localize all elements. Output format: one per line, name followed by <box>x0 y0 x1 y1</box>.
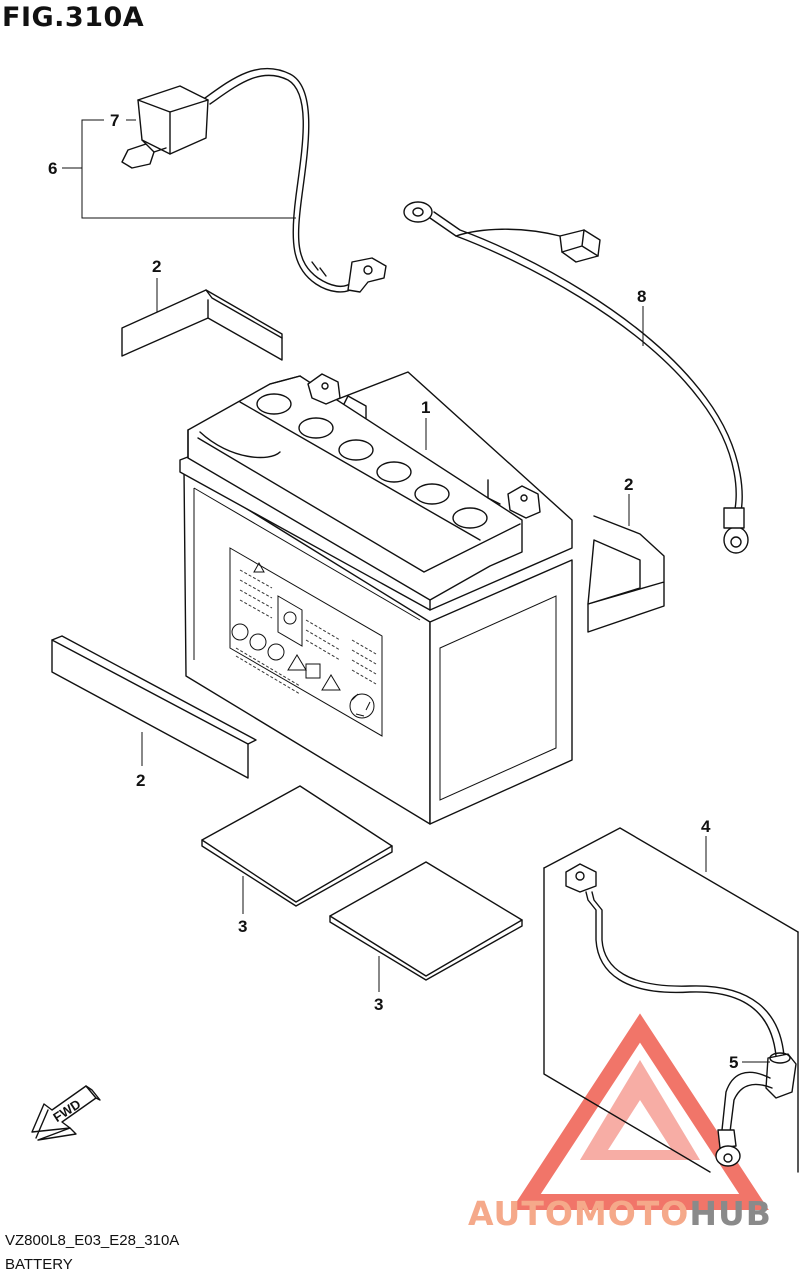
callout-2-right: 2 <box>624 475 633 494</box>
watermark-part1: AUTOMOTO <box>468 1194 690 1233</box>
callout-7: 7 <box>110 111 119 130</box>
positive-cable-part-6[interactable] <box>204 67 387 293</box>
callout-4: 4 <box>701 817 711 836</box>
callout-8: 8 <box>637 287 646 306</box>
callout-3-lower: 3 <box>374 995 383 1014</box>
watermark-part2: HUB <box>689 1194 772 1233</box>
battery-pad-part-2-right[interactable] <box>587 515 665 633</box>
battery-sheet-part-3-lower[interactable] <box>329 861 523 981</box>
forward-direction-arrow-icon <box>31 1085 101 1141</box>
leader-lines <box>62 119 770 1063</box>
callout-1: 1 <box>421 398 430 417</box>
watermark-text: AUTOMOTOHUB <box>468 1194 772 1233</box>
battery-part-1[interactable] <box>179 371 573 825</box>
callout-2-upper: 2 <box>152 257 161 276</box>
figure-code: VZ800L8_E03_E28_310A <box>5 1232 180 1249</box>
callout-6: 6 <box>48 159 57 178</box>
callout-5: 5 <box>729 1053 738 1072</box>
callout-2-lower: 2 <box>136 771 145 790</box>
battery-sheet-part-3-upper[interactable] <box>201 785 393 907</box>
negative-cable-part-8[interactable] <box>403 201 749 554</box>
figure-title: FIG.310A <box>2 2 145 33</box>
figure-caption: BATTERY <box>5 1256 73 1273</box>
callout-3-upper: 3 <box>238 917 247 936</box>
cable-kit-part-4[interactable] <box>543 827 799 1173</box>
terminal-boot-part-7[interactable] <box>121 85 209 169</box>
battery-pad-part-2-upper[interactable] <box>121 289 283 361</box>
battery-pad-part-2-lower[interactable] <box>51 635 257 779</box>
watermark-logo-icon <box>511 1013 769 1210</box>
